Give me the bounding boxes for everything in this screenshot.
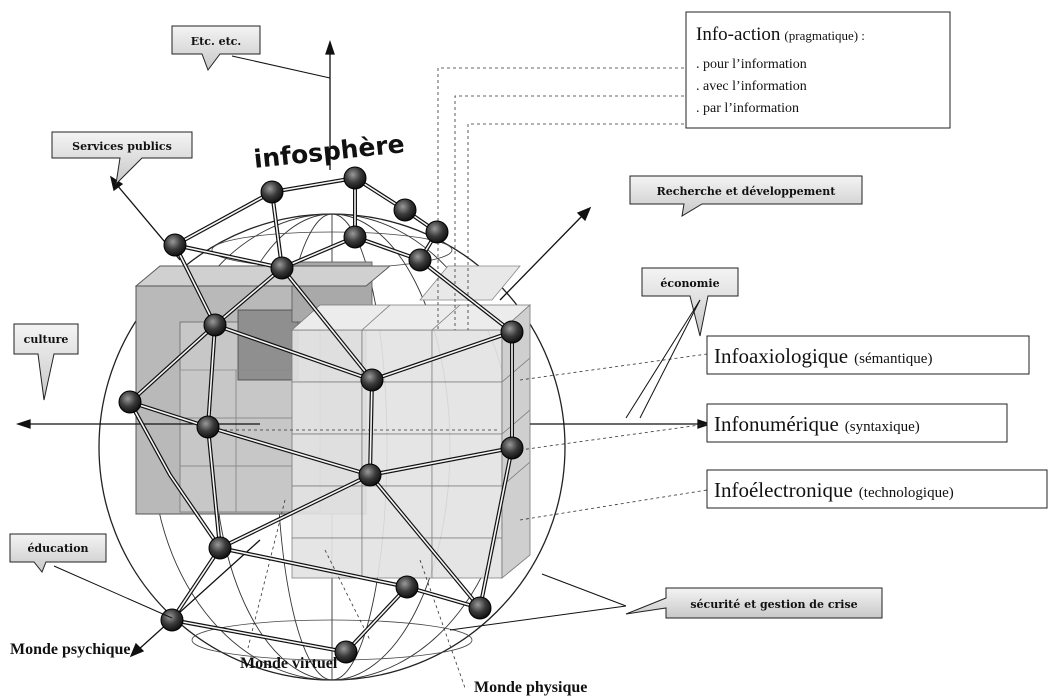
callout-economie: économie bbox=[625, 267, 739, 419]
info-action-line: . avec l’information bbox=[696, 79, 807, 94]
label-monde-psychique: Monde psychique bbox=[10, 641, 130, 658]
node bbox=[343, 166, 367, 190]
layer-axiologique: Infoaxiologique (sémantique) bbox=[706, 335, 1030, 375]
callout-culture-label: culture bbox=[24, 333, 69, 346]
node bbox=[196, 415, 220, 439]
info-action-line: . par l’information bbox=[696, 101, 799, 116]
callout-services-label: Services publics bbox=[72, 140, 172, 153]
network-nodes bbox=[118, 166, 524, 664]
dashed-lines bbox=[200, 67, 708, 689]
layer-numerique: Infonumérique (syntaxique) bbox=[706, 403, 1008, 443]
callout-services-publics: Services publics bbox=[51, 131, 193, 186]
layer-note: (technologique) bbox=[859, 485, 954, 501]
callout-economie-label: économie bbox=[660, 277, 719, 290]
node bbox=[393, 198, 417, 222]
info-action-line: . pour l’information bbox=[696, 57, 807, 72]
svg-text:Infonumérique(syntaxique): Infonumérique (syntaxique) bbox=[714, 412, 920, 436]
callout-education-label: éducation bbox=[27, 542, 88, 555]
infosphere-title: infosphère bbox=[252, 129, 405, 174]
node bbox=[334, 640, 358, 664]
node bbox=[500, 436, 524, 460]
callout-securite: sécurité et gestion de crise bbox=[449, 573, 883, 631]
node bbox=[203, 313, 227, 337]
layer-note: (syntaxique) bbox=[845, 419, 920, 435]
svg-text:Infoaxiologique(sémantique): Infoaxiologique (sémantique) bbox=[714, 344, 932, 368]
node bbox=[360, 368, 384, 392]
layer-name: Infoaxiologique bbox=[714, 344, 848, 368]
node bbox=[358, 463, 382, 487]
layer-name: Infoélectronique bbox=[714, 478, 853, 502]
layer-electronique: Infoélectronique (technologique) bbox=[706, 469, 1048, 509]
cube-block bbox=[134, 261, 532, 579]
callout-recherche-label: Recherche et développement bbox=[657, 185, 837, 198]
layer-name: Infonumérique bbox=[714, 412, 839, 436]
layer-note: (sémantique) bbox=[854, 351, 932, 367]
node bbox=[500, 320, 524, 344]
svg-text:Infoélectronique(technologique: Infoélectronique (technologique) bbox=[714, 478, 954, 502]
node bbox=[468, 596, 492, 620]
node bbox=[208, 536, 232, 560]
callout-securite-label: sécurité et gestion de crise bbox=[690, 598, 857, 611]
node bbox=[160, 608, 184, 632]
label-monde-physique: Monde physique bbox=[474, 679, 587, 696]
label-monde-virtuel: Monde virtuel bbox=[240, 655, 338, 672]
info-action-title-note: (pragmatique) : bbox=[784, 28, 865, 43]
info-action-box: Info-action(pragmatique) : . pour l’info… bbox=[685, 11, 951, 129]
node bbox=[270, 256, 294, 280]
callout-recherche: Recherche et développement bbox=[629, 175, 863, 217]
callout-etc-label: Etc. etc. bbox=[191, 35, 241, 48]
info-action-title-main: Info-action bbox=[696, 24, 781, 45]
node bbox=[118, 390, 142, 414]
node bbox=[408, 248, 432, 272]
callout-education: éducation bbox=[9, 533, 173, 619]
node bbox=[260, 180, 284, 204]
info-action-title: Info-action(pragmatique) : bbox=[696, 24, 865, 45]
node bbox=[425, 220, 449, 244]
node bbox=[343, 225, 367, 249]
node bbox=[163, 233, 187, 257]
callout-culture: culture bbox=[13, 323, 79, 401]
network-edges bbox=[127, 175, 517, 655]
callout-etc: Etc. etc. bbox=[171, 25, 331, 79]
node bbox=[395, 575, 419, 599]
